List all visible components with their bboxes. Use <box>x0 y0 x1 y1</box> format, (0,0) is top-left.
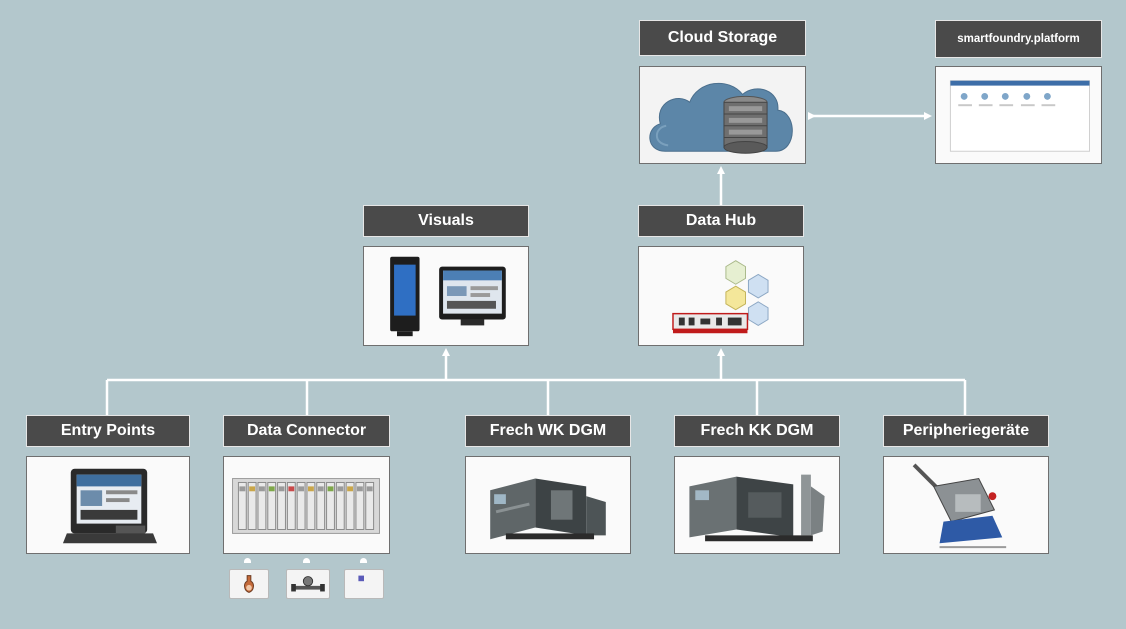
data-hub-card <box>638 246 804 346</box>
io-module-led <box>327 486 334 492</box>
sensor-connector-3 <box>360 558 367 563</box>
io-module-rail-image <box>232 478 380 534</box>
data-hub-label: Data Hub <box>638 205 804 237</box>
visuals-label: Visuals <box>363 205 529 237</box>
pressure-sensor-icon <box>286 569 330 599</box>
sensor-connector-1 <box>244 558 251 563</box>
die-casting-machine-image <box>689 474 825 542</box>
platform-card <box>935 66 1102 164</box>
io-module <box>335 481 345 530</box>
data-hub-hexagon-image <box>672 260 769 334</box>
entry-points-card <box>26 456 190 554</box>
peripheral-device-image <box>912 463 1007 549</box>
io-module <box>345 481 355 530</box>
io-module-led <box>307 486 314 492</box>
io-module-led <box>337 486 344 492</box>
io-module <box>277 481 286 530</box>
io-module-led <box>258 486 265 492</box>
io-module-led <box>288 486 295 492</box>
io-module-led <box>278 486 285 492</box>
io-module <box>247 481 257 530</box>
frech-wk-dgm-label: Frech WK DGM <box>465 415 631 447</box>
io-module <box>365 481 375 530</box>
io-module-led <box>239 486 246 492</box>
temperature-sensor-icon <box>229 569 269 599</box>
io-module <box>286 481 296 530</box>
io-module-led <box>347 486 354 492</box>
io-module <box>306 481 316 530</box>
frech-kk-dgm-label: Frech KK DGM <box>674 415 840 447</box>
visuals-card <box>363 246 529 346</box>
cloud-database-icon <box>649 82 793 154</box>
platform-label: smartfoundry.platform <box>935 20 1102 58</box>
data-connector-card <box>223 456 390 554</box>
io-module <box>326 481 335 530</box>
io-module-led <box>249 486 256 492</box>
io-module <box>257 481 267 530</box>
cloud-storage-label: Cloud Storage <box>639 20 806 56</box>
io-module <box>267 481 277 530</box>
die-casting-machine-image <box>490 478 606 540</box>
io-module-led <box>317 486 324 492</box>
frech-kk-dgm-card <box>674 456 840 554</box>
display-terminals-image <box>390 256 506 337</box>
entry-points-label: Entry Points <box>26 415 190 447</box>
cloud-storage-card <box>639 66 806 164</box>
peripherals-label: Peripheriegeräte <box>883 415 1049 447</box>
io-module-led <box>356 486 363 492</box>
io-module-led <box>298 486 305 492</box>
io-module <box>316 481 326 530</box>
data-connector-label: Data Connector <box>223 415 390 447</box>
peripherals-card <box>883 456 1049 554</box>
frech-wk-dgm-card <box>465 456 631 554</box>
io-module <box>355 481 365 530</box>
io-module-led <box>366 486 373 492</box>
platform-dashboard-screenshot <box>949 80 1091 152</box>
io-module-led <box>268 486 275 492</box>
io-module <box>237 481 247 530</box>
sensor-connector-2 <box>303 558 310 563</box>
io-module <box>296 481 306 530</box>
module-sensor-icon <box>344 569 384 599</box>
touch-terminal-image <box>62 468 157 544</box>
